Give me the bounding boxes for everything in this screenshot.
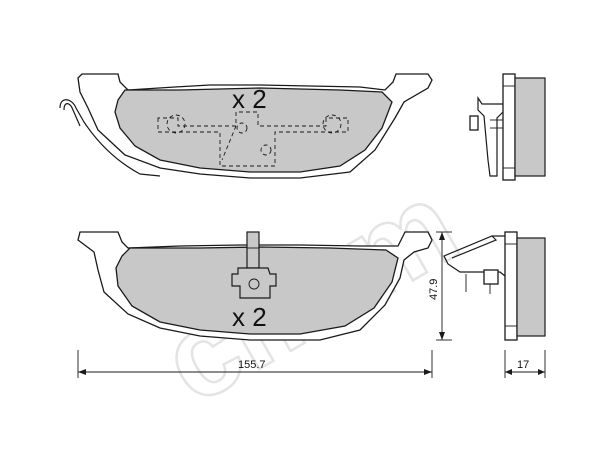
bottom-side-friction-block — [516, 237, 546, 337]
top-hole-right — [322, 114, 342, 134]
dimension-height-label: 47.9 — [428, 279, 440, 300]
bottom-side-spring-inner — [451, 235, 498, 259]
top-side-backing-plate — [502, 73, 516, 181]
top-pad-front-view: x 2 — [59, 73, 433, 179]
bottom-pad-side-view — [443, 231, 546, 341]
top-side-friction-block — [514, 77, 546, 177]
dimension-length-label: 155.7 — [238, 359, 266, 371]
top-friction-material — [114, 87, 393, 173]
bottom-quantity-label: x 2 — [232, 302, 267, 332]
bottom-pad-front-view: x 2 — [77, 231, 433, 341]
wear-indicator-wire — [59, 99, 161, 177]
top-side-clip-tab — [469, 115, 479, 131]
dimension-thickness: 17 — [504, 350, 546, 378]
top-clip-arm — [221, 125, 237, 161]
dimension-thickness-label: 17 — [517, 359, 529, 371]
top-pad-side-view — [469, 73, 546, 181]
top-clip-outline — [157, 111, 349, 167]
bottom-sensor-stem — [246, 231, 260, 269]
top-side-clip-spring — [477, 96, 504, 177]
top-hole-lower — [260, 144, 272, 156]
bottom-side-backing-plate — [504, 231, 518, 341]
bottom-sensor-body — [231, 267, 277, 299]
dimension-length: 155.7 — [77, 350, 433, 378]
top-hole-left — [166, 114, 186, 134]
top-hole-center — [236, 122, 248, 134]
wear-indicator-wire-inner — [63, 103, 81, 127]
bottom-sensor-hole — [248, 278, 260, 290]
dimension-height: 47.9 — [428, 231, 452, 341]
top-quantity-label: x 2 — [232, 84, 267, 114]
bottom-side-clip — [483, 269, 499, 285]
